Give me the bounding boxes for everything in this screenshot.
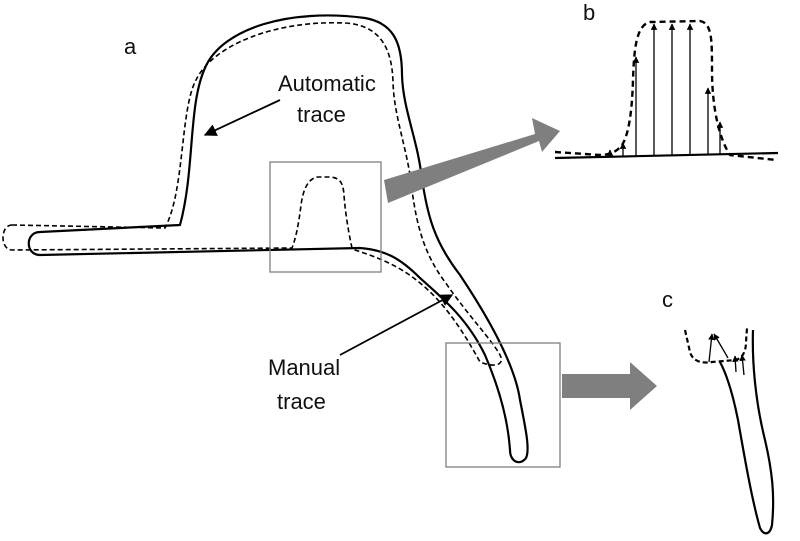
panel-c-automatic-trace xyxy=(683,327,749,364)
zoom-box-c xyxy=(445,342,561,468)
automatic-trace-pointer xyxy=(203,99,281,136)
zoom-box-b xyxy=(269,161,382,273)
displacement-arrow xyxy=(713,333,729,359)
panel-label-b: b xyxy=(583,0,596,25)
panel-b-zoom xyxy=(554,19,779,162)
panel-b-manual-trace xyxy=(554,151,779,160)
panel-label-a: a xyxy=(124,34,137,59)
automatic-trace xyxy=(2,21,502,366)
displacement-arrow xyxy=(739,354,746,376)
manual-trace-label-line1: Manual xyxy=(268,355,341,380)
zoom-arrow-to-c xyxy=(562,362,657,410)
panel-c-manual-trace xyxy=(719,329,775,535)
panel-c-zoom xyxy=(683,327,775,535)
automatic-trace-label-line2: trace xyxy=(297,102,346,127)
displacement-arrow xyxy=(732,355,739,373)
manual-trace xyxy=(27,14,529,464)
manual-trace-pointer xyxy=(339,294,454,356)
manual-trace-label-line2: trace xyxy=(277,389,326,414)
displacement-arrow xyxy=(708,333,715,363)
automatic-trace-label-line1: Automatic xyxy=(278,71,376,96)
zoom-arrow-to-b xyxy=(384,118,560,203)
panel-label-c: c xyxy=(662,287,673,312)
panel-b-automatic-trace xyxy=(554,19,777,162)
